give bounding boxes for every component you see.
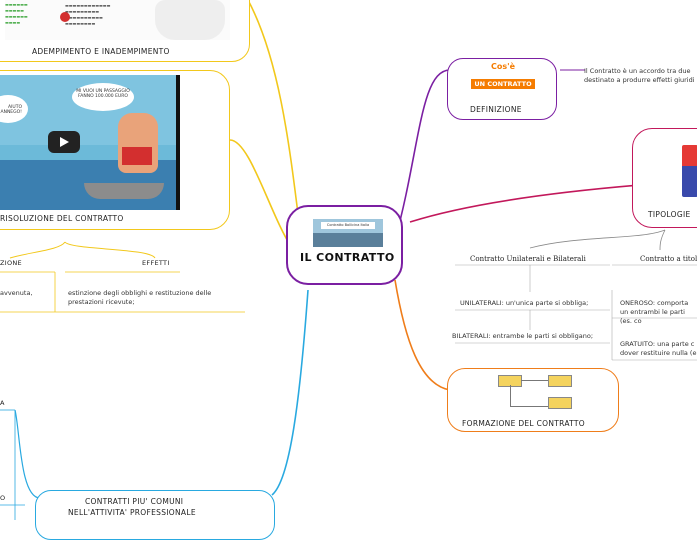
uni-bil-header: Contratto Unilaterali e Bilaterali — [470, 255, 586, 263]
tipologie-label: TIPOLOGIE — [648, 210, 691, 219]
titolo-header: Contratto a titolo — [640, 255, 697, 263]
comuni-label-line1: CONTRATTI PIU' COMUNI — [85, 497, 184, 506]
boat-icon — [84, 183, 164, 199]
left-fragment-a: A — [0, 399, 5, 407]
connector-lines — [0, 0, 697, 520]
bilaterali-text: BILATERALI: entrambe le parti si obbliga… — [452, 332, 594, 340]
play-button-icon[interactable] — [48, 131, 80, 153]
central-thumbnail: Contratto Bollicina Italia — [313, 219, 383, 247]
oneroso-text: ONEROSO: comporta un entrambi le parti (… — [620, 299, 689, 325]
formazione-node[interactable] — [447, 368, 619, 432]
left-fragment-o: O — [0, 494, 6, 502]
adempimento-label: ADEMPIMENTO E INADEMPIMENTO — [32, 47, 170, 56]
speech-bubble-1: MI VUOI UN PASSAGGIO FANNO 100.000 EURO — [72, 83, 134, 111]
comuni-label-line2: NELL'ATTIVITA' PROFESSIONALE — [68, 508, 196, 517]
adempimento-image: ▬▬▬▬▬▬▬▬▬▬▬▬▬▬▬▬▬▬▬▬▬ ▬▬▬▬▬▬▬▬▬▬▬▬▬▬▬▬▬▬… — [5, 0, 230, 40]
definizione-badge: Cos'è UN CONTRATTO — [468, 62, 538, 92]
central-title: IL CONTRATTO — [300, 251, 395, 264]
unilaterali-text: UNILATERALI: un'unica parte si obbliga; — [460, 299, 589, 307]
risoluzione-sub-left-text: avvenuta, — [0, 289, 33, 297]
effetti-label: EFFETTI — [142, 259, 170, 267]
definizione-label: DEFINIZIONE — [470, 105, 522, 114]
formazione-flowchart — [496, 373, 572, 411]
tipologie-book-icon — [682, 145, 697, 197]
definizione-text: Il Contratto è un accordo tra due destin… — [584, 67, 695, 84]
effetti-text: estinzione degli obblighi e restituzione… — [68, 289, 212, 306]
video-thumbnail[interactable]: MI VUOI UN PASSAGGIO FANNO 100.000 EURO … — [0, 75, 180, 210]
formazione-label: FORMAZIONE DEL CONTRATTO — [462, 419, 586, 428]
risoluzione-sub-left: ZIONE — [0, 259, 22, 267]
risoluzione-label: RISOLUZIONE DEL CONTRATTO — [0, 214, 124, 223]
definizione-node[interactable] — [447, 58, 557, 120]
gratuito-text: GRATUITO: una parte c dover restituire n… — [620, 340, 697, 357]
hand-icon — [155, 0, 225, 40]
